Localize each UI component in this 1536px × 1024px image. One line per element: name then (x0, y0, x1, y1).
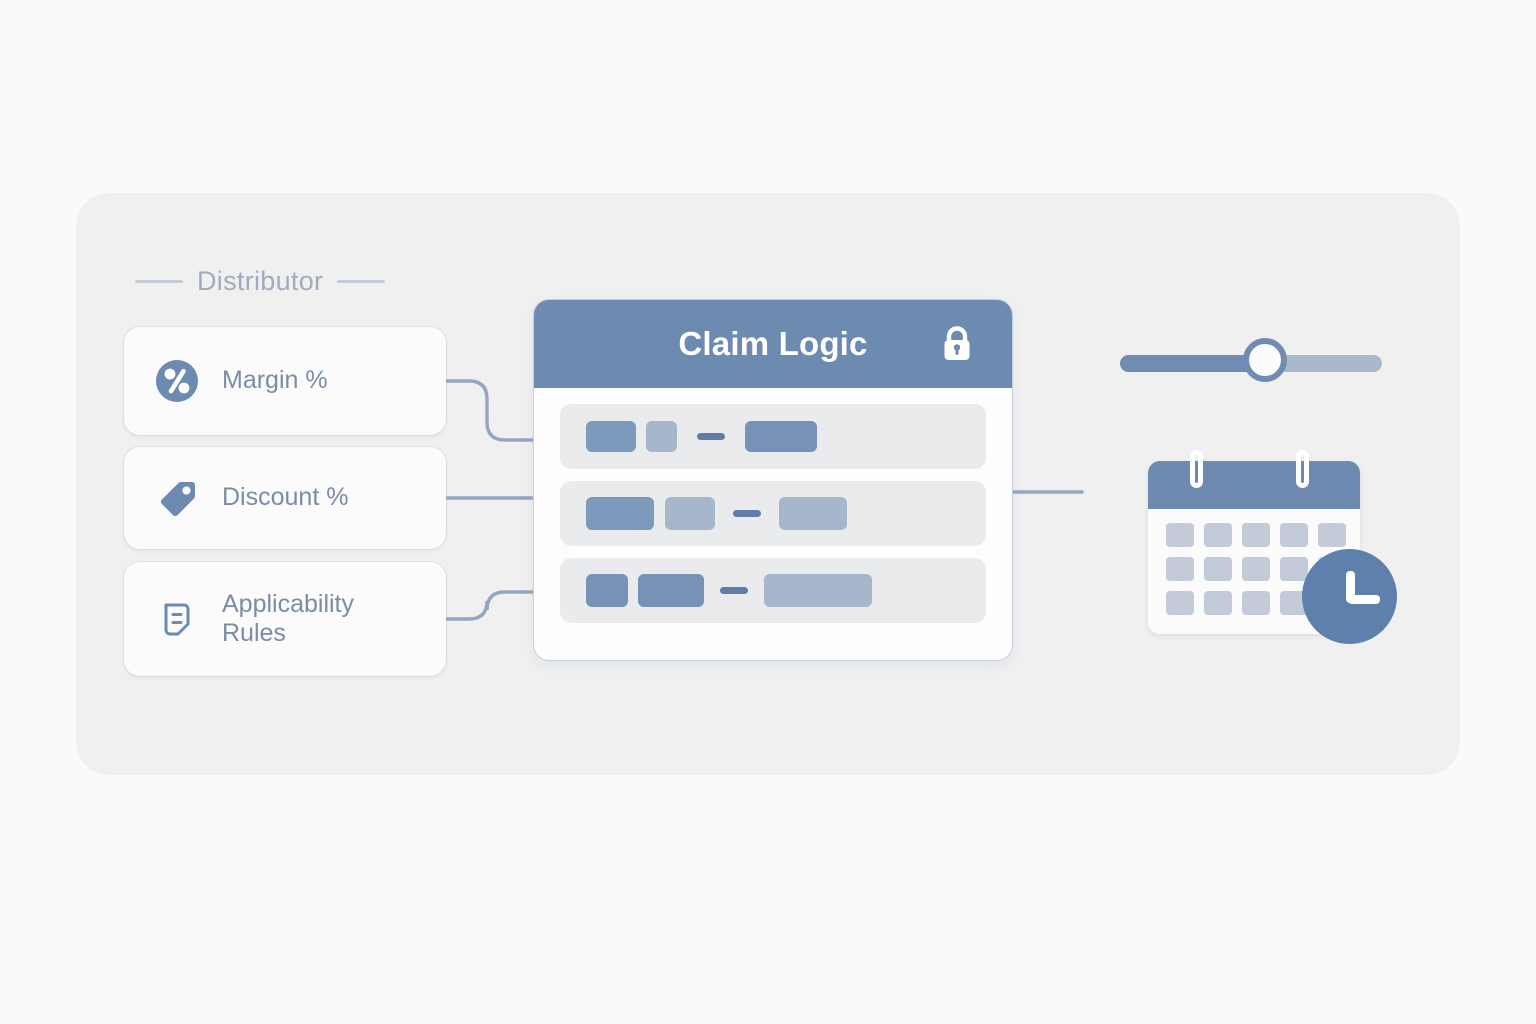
calendar-ring-left (1190, 450, 1203, 488)
price-tag-icon (154, 475, 200, 521)
input-card-margin[interactable]: Margin % (124, 327, 446, 435)
lock-icon (936, 323, 978, 365)
label-dash-right (337, 280, 386, 283)
chip (586, 497, 654, 530)
row-dash (720, 587, 748, 594)
claim-logic-row[interactable] (560, 404, 986, 469)
calendar-day (1242, 523, 1270, 547)
chip (665, 497, 715, 530)
claim-logic-title: Claim Logic (678, 325, 868, 362)
label-line-1: Applicability (222, 589, 355, 618)
slider-track-fill (1120, 355, 1267, 372)
chip (779, 497, 847, 530)
threshold-slider[interactable] (1120, 352, 1382, 374)
claim-logic-body (534, 388, 1012, 623)
clock-icon (1302, 549, 1397, 644)
calendar-day (1166, 523, 1194, 547)
chip (764, 574, 872, 607)
calendar-day (1204, 557, 1232, 581)
calendar-day (1204, 523, 1232, 547)
claim-logic-card[interactable]: Claim Logic (533, 299, 1013, 661)
section-label: Distributor (135, 266, 386, 297)
label-line-2: Rules (222, 619, 286, 647)
input-card-label: Margin % (222, 366, 328, 395)
calendar-header (1148, 461, 1360, 509)
calendar-day (1242, 591, 1270, 615)
row-dash (733, 510, 761, 517)
calendar-day (1166, 557, 1194, 581)
calendar-day (1318, 523, 1346, 547)
input-card-label: Applicability Rules (222, 590, 354, 649)
calendar-day (1204, 591, 1232, 615)
calendar-day (1166, 591, 1194, 615)
calendar-ring-right (1296, 450, 1309, 488)
row-dash (697, 433, 725, 440)
section-label-text: Distributor (197, 266, 324, 296)
chip (646, 421, 677, 452)
input-card-applicability-rules[interactable]: Applicability Rules (124, 562, 446, 676)
chip (586, 574, 628, 607)
calendar-day (1280, 557, 1308, 581)
clock-hand-hour (1346, 571, 1355, 603)
chip (586, 421, 636, 452)
claim-logic-row[interactable] (560, 558, 986, 623)
chip (638, 574, 704, 607)
document-rules-icon (154, 596, 200, 642)
percent-circle-icon (154, 358, 200, 404)
claim-logic-row[interactable] (560, 481, 986, 546)
input-card-label: Discount % (222, 483, 349, 512)
calendar-day (1242, 557, 1270, 581)
calendar-day (1280, 523, 1308, 547)
chip (745, 421, 817, 452)
slider-track-remaining (1260, 355, 1382, 372)
input-card-discount[interactable]: Discount % (124, 447, 446, 549)
clock-hand-minute (1348, 595, 1380, 604)
claim-logic-header: Claim Logic (534, 300, 1012, 388)
slider-thumb[interactable] (1243, 338, 1287, 382)
label-dash-left (135, 280, 183, 283)
